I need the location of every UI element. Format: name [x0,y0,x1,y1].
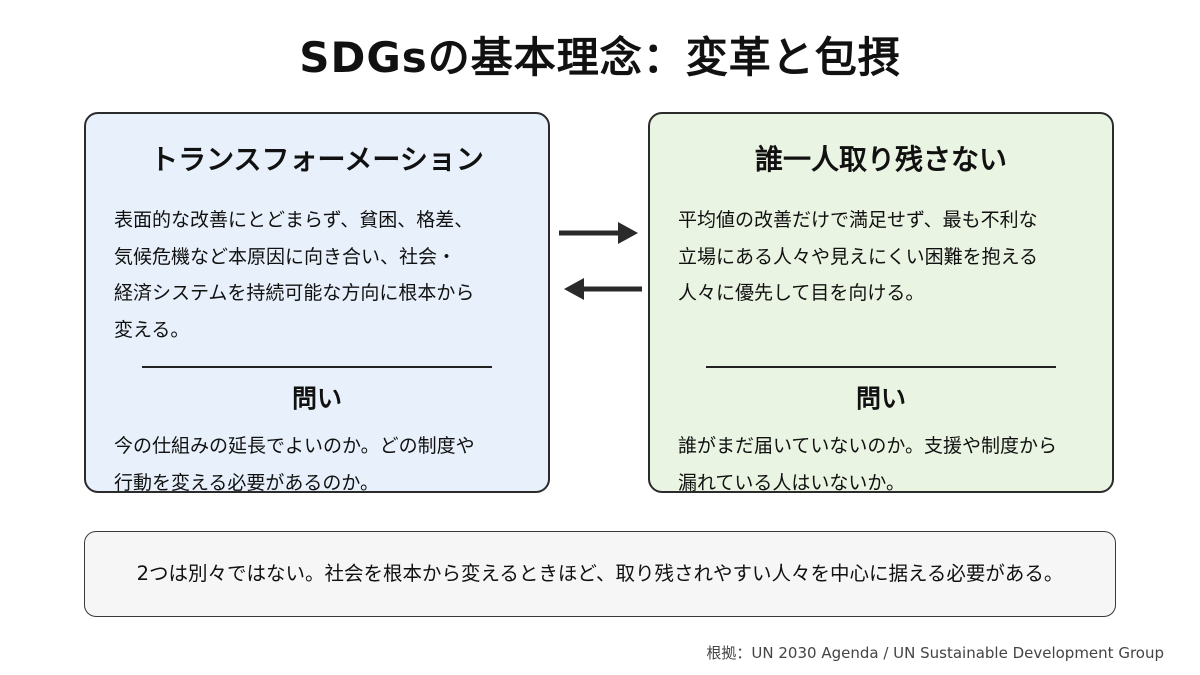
leave-no-one-behind-card-divider [706,366,1056,368]
page-title: SDGsの基本理念：変革と包摂 [299,33,901,82]
left-arrow-icon [564,278,642,300]
right-arrow-icon [559,222,638,244]
transformation-question-title: 問い [291,384,342,413]
leave-no-one-behind-question-title: 問い [855,384,906,413]
exchange-arrows [559,222,642,300]
transformation-card: トランスフォーメーション 表面的な改善にとどまらず、貧困、格差、 気候危機など本… [84,112,550,494]
leave-no-one-behind-card-title: 誰一人取り残さない [754,143,1007,176]
summary-box: 2つは別々ではない。社会を根本から変えるときほど、取り残されやすい人々を中心に据… [84,531,1116,617]
source-note: 根拠：UN 2030 Agenda / UN Sustainable Devel… [706,644,1164,662]
leave-no-one-behind-question-body: 誰がまだ届いていないのか。支援や制度から 漏れている人はいないか。 [678,435,1058,494]
transformation-card-title: トランスフォーメーション [150,143,484,176]
transformation-card-body: 表面的な改善にとどまらず、貧困、格差、 気候危機など本原因に向き合い、社会・ 経… [114,209,475,341]
transformation-question-body: 今の仕組みの延長でよいのか。どの制度や 行動を変える必要があるのか。 [114,435,475,494]
leave-no-one-behind-card-body: 平均値の改善だけで満足せず、最も不利な 立場にある人々や見えにくい困難を抱える … [678,209,1039,304]
transformation-card-divider [142,366,492,368]
leave-no-one-behind-card: 誰一人取り残さない 平均値の改善だけで満足せず、最も不利な 立場にある人々や見え… [648,112,1114,494]
